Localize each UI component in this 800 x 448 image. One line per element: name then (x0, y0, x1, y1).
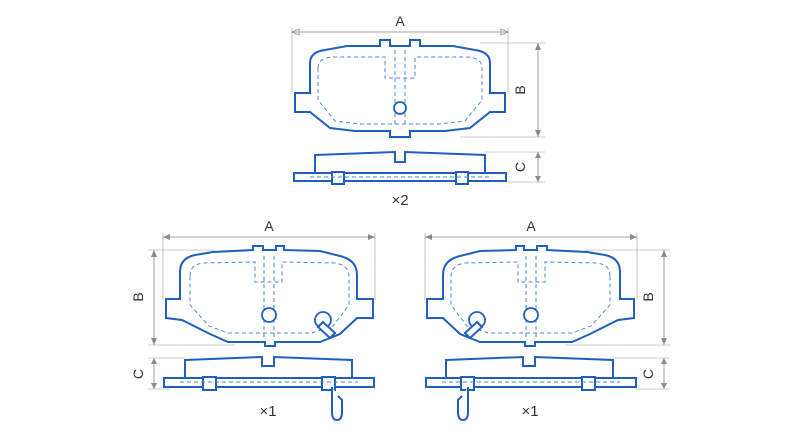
top-pad-group: A B C ×2 (290, 13, 545, 209)
top-pad-quantity: ×2 (391, 192, 408, 209)
top-dim-a-arrows (290, 28, 510, 36)
left-pad-side-view (163, 355, 375, 422)
top-pad-side-view (293, 150, 507, 185)
top-pad-side-friction (314, 150, 486, 174)
left-pad-side-friction (184, 355, 353, 379)
right-pad-friction-outline (450, 261, 611, 334)
right-pad-wear-sensor-clip (457, 387, 469, 422)
top-dim-b-label: B (512, 85, 528, 94)
left-pad-group: A B C ×1 (130, 218, 376, 422)
right-pad-side-friction (445, 355, 614, 379)
right-dim-b-label: B (640, 292, 656, 301)
left-pad-hole (261, 307, 277, 323)
left-dim-c-label: C (130, 369, 146, 379)
left-pad-side-clip-left (202, 376, 217, 391)
left-dim-b-label: B (130, 292, 146, 301)
top-pad-side-clip-right (455, 171, 469, 185)
top-pad-backing-plate (294, 39, 506, 138)
right-pad-side-view (425, 355, 637, 422)
top-dim-a-label: A (395, 13, 405, 29)
left-dim-a-label: A (264, 218, 274, 234)
left-pad-friction-outline (189, 261, 350, 334)
top-pad-front-view (294, 39, 506, 138)
left-pad-quantity: ×1 (259, 403, 276, 420)
right-pad-side-backing (425, 377, 637, 388)
top-pad-side-backing (293, 172, 507, 182)
left-pad-wear-sensor-tab (316, 320, 337, 340)
top-pad-side-clip-left (331, 171, 345, 185)
top-dim-c-label: C (512, 162, 528, 172)
left-pad-side-backing (163, 377, 375, 388)
top-dim-c-arrows (535, 152, 541, 182)
top-pad-wear-indicator-hole (393, 101, 407, 115)
right-dim-a-label: A (526, 218, 536, 234)
left-pad-front-view (165, 245, 374, 347)
right-pad-side-clip-right (581, 376, 596, 391)
right-pad-backing-plate (426, 245, 635, 347)
right-pad-hole (523, 307, 539, 323)
left-pad-side-clip-right (321, 376, 336, 391)
right-pad-wear-sensor-tab (463, 320, 484, 340)
left-pad-backing-plate (165, 245, 374, 347)
right-pad-quantity: ×1 (521, 403, 538, 420)
right-pad-front-view (426, 245, 635, 347)
right-dim-c-label: C (640, 369, 656, 379)
top-pad-friction-outline (317, 56, 483, 125)
left-pad-wear-sensor-clip (331, 387, 343, 422)
right-pad-group: A B C ×1 (424, 218, 670, 422)
